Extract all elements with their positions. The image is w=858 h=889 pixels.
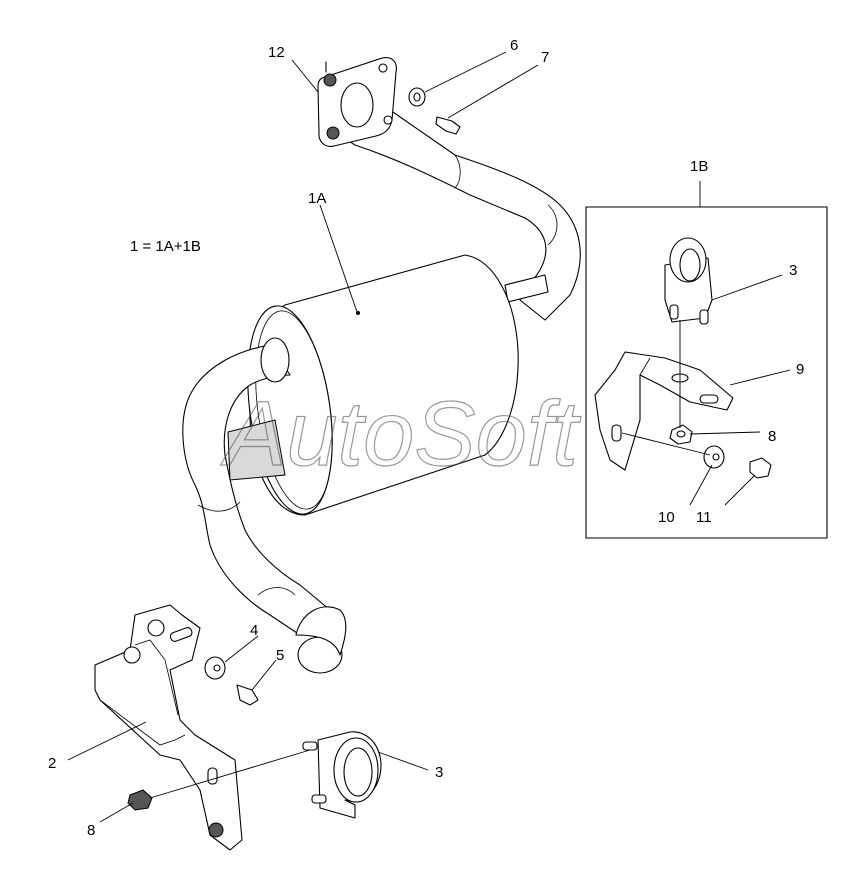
nut-8-inset: [669, 424, 693, 445]
leader-lines: [67, 51, 791, 823]
flange-12: [317, 57, 397, 147]
inset-1B-frame: [585, 206, 828, 539]
washer-4: [204, 656, 226, 680]
label-3-lower: 3: [435, 764, 443, 781]
label-2: 2: [48, 755, 56, 772]
label-1A: 1A: [308, 190, 326, 207]
u-clamp-3-inset: [664, 237, 713, 325]
bolt-5: [236, 684, 259, 706]
label-10: 10: [658, 509, 675, 526]
bolt-7: [435, 116, 461, 135]
label-1B: 1B: [690, 158, 708, 175]
label-7: 7: [541, 49, 549, 66]
bolt-11: [749, 457, 772, 479]
bracket-9: [594, 351, 734, 471]
label-6: 6: [510, 37, 518, 54]
formula-text: 1 = 1A+1B: [130, 238, 201, 255]
label-12: 12: [268, 44, 285, 61]
washer-10: [703, 445, 725, 469]
nut-8-lower: [127, 789, 153, 811]
label-3-inset: 3: [789, 262, 797, 279]
washer-6: [408, 87, 426, 107]
label-9: 9: [796, 361, 804, 378]
label-5: 5: [276, 647, 284, 664]
label-11: 11: [696, 509, 712, 526]
u-clamp-3-lower: [302, 731, 382, 819]
watermark-text: AutoSoft: [220, 383, 581, 485]
label-8-lower: 8: [87, 822, 95, 839]
label-4: 4: [250, 622, 258, 639]
outlet-pipe: [182, 337, 347, 674]
bracket-2: [94, 604, 243, 851]
label-8-inset: 8: [768, 428, 776, 445]
